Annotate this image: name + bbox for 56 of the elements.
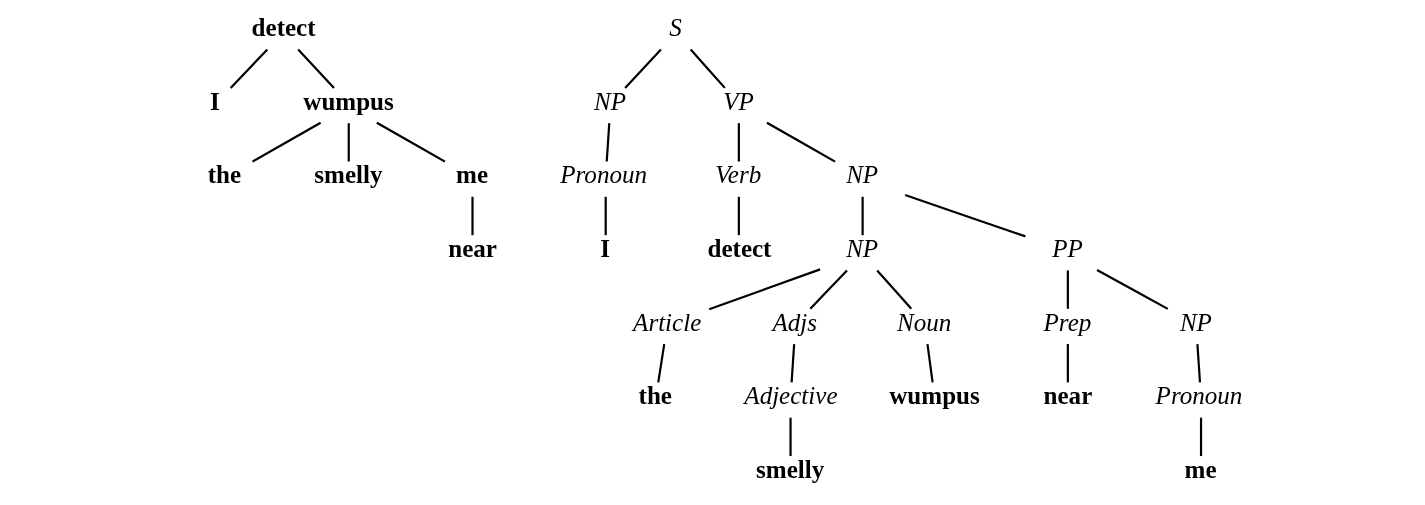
connector <box>708 268 820 311</box>
node-text: Adjective <box>743 382 838 410</box>
connector <box>765 121 836 163</box>
node-text: PP <box>1051 234 1083 262</box>
connector <box>347 123 350 162</box>
node-text: me <box>455 161 488 189</box>
node-text: I <box>209 87 220 115</box>
node-text: me <box>1184 455 1217 483</box>
connector <box>1199 417 1202 457</box>
node-text: the <box>207 161 241 189</box>
connector <box>656 343 665 383</box>
connector <box>790 344 795 383</box>
node-text: I <box>599 234 610 262</box>
connector <box>1195 344 1201 383</box>
node-text: VP <box>722 87 754 115</box>
node-text: wumpus <box>302 87 394 115</box>
node-text: Noun <box>896 308 951 336</box>
connector <box>470 196 474 236</box>
node-text: near <box>1043 382 1092 410</box>
connector <box>809 269 848 310</box>
connector <box>925 343 934 383</box>
node-text: S <box>668 13 682 41</box>
connector <box>251 121 321 163</box>
connector <box>605 123 610 162</box>
node-text: Pronoun <box>1155 382 1242 410</box>
connector <box>737 196 740 236</box>
connector <box>604 196 607 236</box>
node-text: detect <box>251 13 316 41</box>
node-text: smelly <box>313 161 382 189</box>
node-text: NP <box>845 161 878 189</box>
connector <box>1066 344 1069 383</box>
connector <box>875 269 912 310</box>
node-text: NP <box>1179 308 1212 336</box>
node-text: Verb <box>714 161 761 189</box>
connector <box>375 121 445 163</box>
connector <box>229 48 268 89</box>
connector <box>623 48 662 89</box>
node-text: detect <box>707 234 771 262</box>
node-text: wumpus <box>888 382 980 410</box>
node-text: Article <box>632 308 701 336</box>
connector <box>1096 269 1168 310</box>
node-text: NP <box>593 87 626 115</box>
node-text: Prep <box>1043 308 1091 336</box>
node-text: Adjs <box>772 308 817 336</box>
node-text: the <box>638 382 672 410</box>
connector <box>904 194 1026 238</box>
connector <box>296 48 335 89</box>
node-text: Pronoun <box>559 161 647 189</box>
node-text: NP <box>845 234 878 262</box>
connector <box>737 123 740 162</box>
connector <box>788 417 792 457</box>
connector <box>689 48 726 89</box>
node-text: near <box>447 234 497 262</box>
connector <box>1066 270 1069 309</box>
node-text: smelly <box>755 455 824 483</box>
connector <box>861 196 864 236</box>
